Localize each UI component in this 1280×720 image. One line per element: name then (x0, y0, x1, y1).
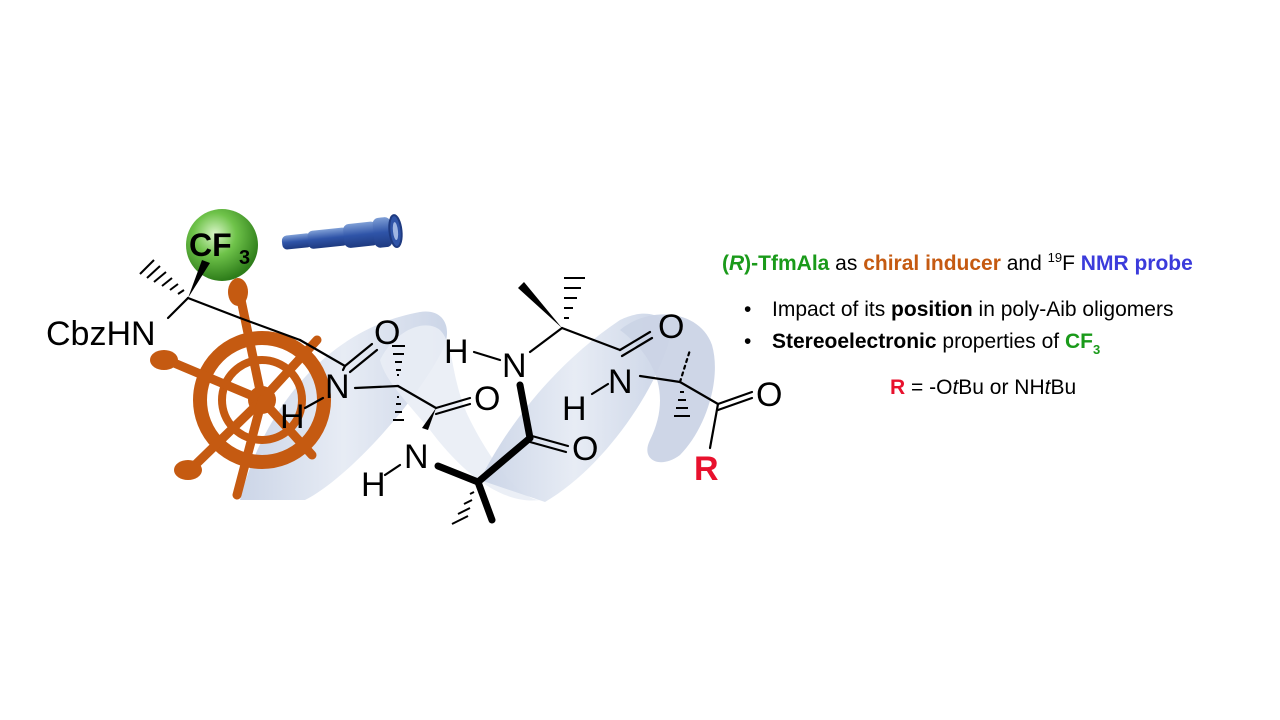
r-eq: = -O (905, 376, 953, 399)
n-terminus-label: CbzHN (46, 315, 156, 353)
headline-element: F (1062, 252, 1075, 275)
ships-wheel-icon (150, 278, 331, 500)
bullet-1-bold: position (891, 298, 973, 321)
atom-h2: H (361, 466, 386, 504)
atom-labels: CbzHN O N H O N H H N O O H N O R (46, 308, 782, 504)
atom-h1: H (280, 398, 305, 436)
r-symbol: R (890, 376, 906, 399)
r-t2: t (1044, 376, 1051, 399)
atom-n1: N (325, 368, 350, 406)
bullet-position: Impact of its position in poly-Aib oligo… (744, 298, 1173, 322)
bullet-2-cf: CF (1064, 330, 1093, 353)
cf3-sphere-icon: CF 3 (186, 209, 258, 281)
r-definition: R = -OtBu or NHtBu (890, 376, 1076, 400)
headline-and: and (1000, 252, 1048, 275)
headline-stereo: R (729, 252, 745, 275)
bullet-2-post: properties of (936, 330, 1065, 353)
bullet-1-pre: Impact of its (772, 298, 892, 321)
atom-o3: O (572, 430, 598, 468)
r-bu1: Bu or NH (958, 376, 1045, 399)
r-t1: t (952, 376, 959, 399)
bullet-stereoelectronic: Stereoelectronic properties of CF3 (744, 330, 1173, 357)
atom-n4: N (608, 363, 633, 401)
r-bu2: Bu (1050, 376, 1077, 399)
atom-h4: H (562, 390, 587, 428)
cf3-subscript: 3 (239, 247, 250, 269)
headline-probe: NMR probe (1080, 252, 1193, 275)
atom-h3: H (444, 333, 469, 371)
bond-network (139, 259, 754, 525)
bullet-2-cf-sub: 3 (1092, 342, 1101, 357)
atom-n2: N (404, 438, 429, 476)
headline-isotope: 19 (1047, 250, 1063, 265)
atom-o4: O (658, 308, 684, 346)
bullet-1-post: in poly-Aib oligomers (972, 298, 1174, 321)
headline-inducer: chiral inducer (863, 252, 1001, 275)
atom-n3: N (502, 347, 527, 385)
atom-o2: O (474, 380, 500, 418)
atom-o5: O (756, 376, 782, 414)
cf3-label: CF (189, 227, 232, 263)
headline-as: as (829, 252, 864, 275)
telescope-icon (281, 214, 403, 250)
bullet-list: Impact of its position in poly-Aib oligo… (744, 298, 1173, 362)
headline-paren-open: ( (722, 252, 729, 275)
atom-o1: O (374, 314, 400, 352)
bullet-2-bold: Stereoelectronic (772, 330, 937, 353)
headline-compound: )-TfmAla (744, 252, 830, 275)
headline: (R)-TfmAla as chiral inducer and 19F NMR… (722, 250, 1193, 276)
r-group-label: R (694, 450, 719, 488)
